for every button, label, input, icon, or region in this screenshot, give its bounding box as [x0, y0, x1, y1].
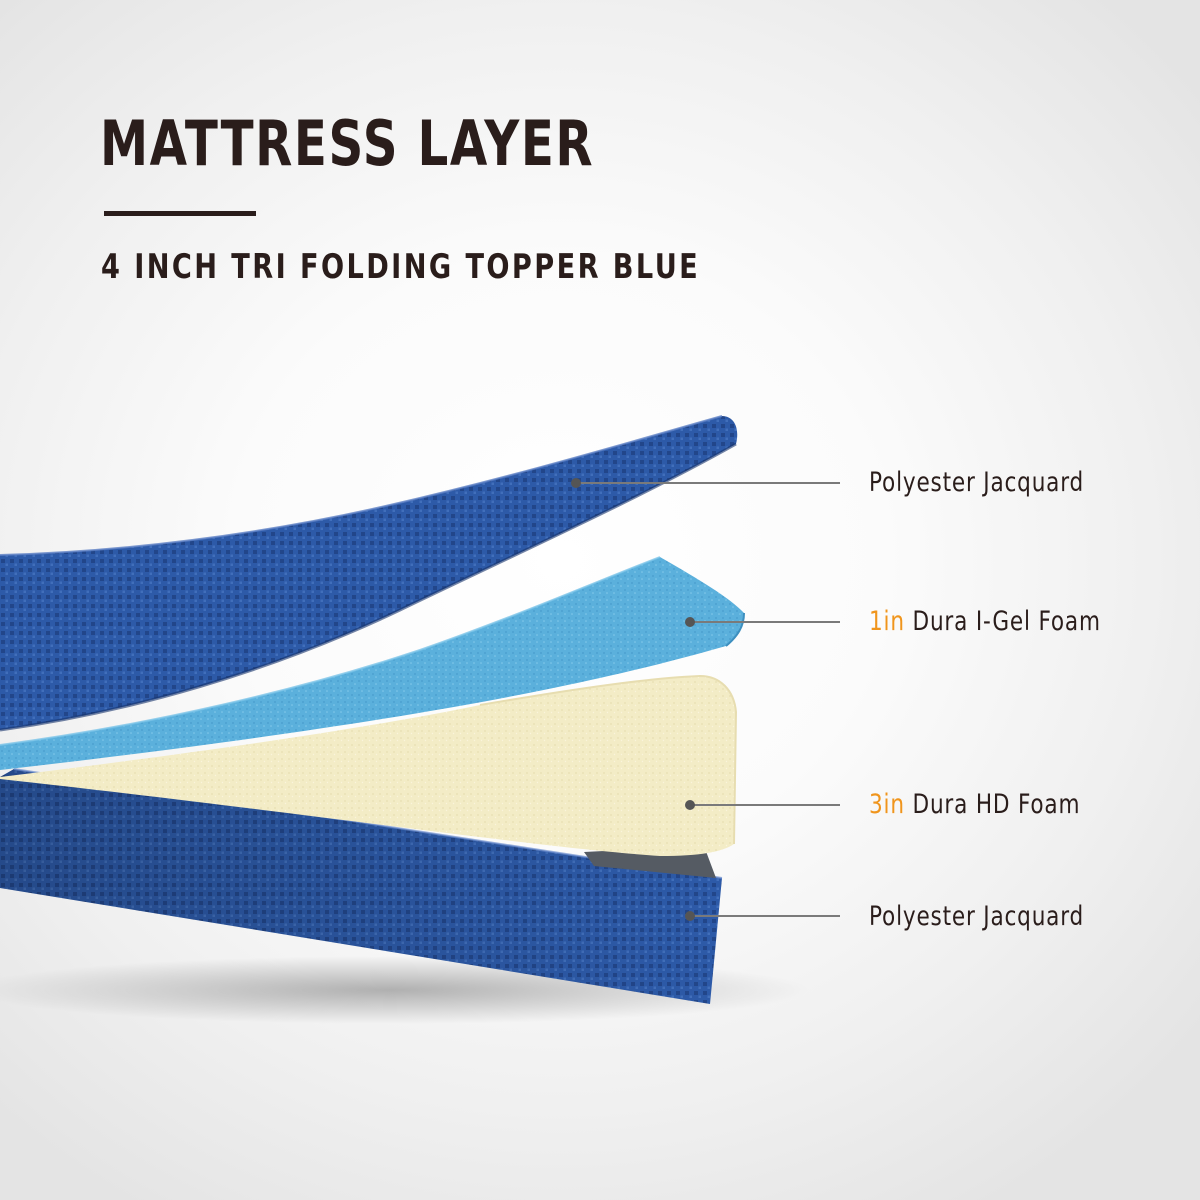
layer-name: Polyester Jacquard: [869, 901, 1085, 932]
top-jacquard-layer: [0, 415, 738, 732]
title-divider: [104, 211, 256, 216]
layer-name: Polyester Jacquard: [869, 467, 1085, 498]
layer-thickness: 3in: [869, 789, 905, 820]
layer-name: Dura HD Foam: [912, 789, 1081, 820]
callout-leader-2: [685, 617, 840, 627]
callout-leader-3: [685, 800, 840, 810]
page-subtitle: 4 INCH TRI FOLDING TOPPER BLUE: [101, 247, 701, 287]
layer-label-gel-foam: 1in Dura I-Gel Foam: [869, 607, 1101, 637]
gel-foam-layer: [0, 556, 745, 770]
callout-leader-4: [685, 911, 840, 921]
layer-name: Dura I-Gel Foam: [912, 606, 1101, 637]
layer-label-bottom-jacquard: Polyester Jacquard: [869, 902, 1084, 932]
layer-thickness: 1in: [869, 606, 905, 637]
layer-label-hd-foam: 3in Dura HD Foam: [869, 790, 1080, 820]
layer-label-top-jacquard: Polyester Jacquard: [869, 468, 1084, 498]
page-title: MATTRESS LAYER: [100, 107, 595, 180]
hd-foam-layer: [0, 674, 738, 856]
callout-leader-1: [571, 478, 840, 488]
